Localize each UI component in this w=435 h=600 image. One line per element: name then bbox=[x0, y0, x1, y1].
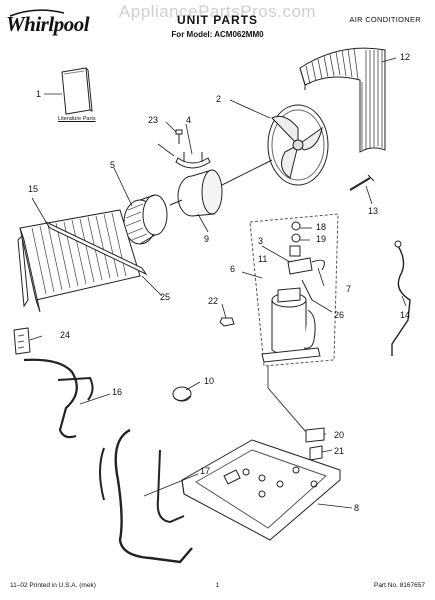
literature-parts-label: Literature Parts bbox=[58, 116, 96, 122]
callout-7: 7 bbox=[346, 284, 352, 294]
brand-logo: Whirlpool bbox=[6, 12, 90, 36]
screw-23[interactable] bbox=[176, 130, 182, 144]
callout-9: 9 bbox=[204, 234, 210, 244]
condenser-coil-wrap[interactable] bbox=[300, 48, 385, 152]
callout-11: 11 bbox=[258, 254, 268, 264]
overload-protector[interactable] bbox=[288, 258, 324, 274]
literature-booklet[interactable] bbox=[62, 68, 92, 114]
watermark: AppliancePartsPros.com bbox=[118, 2, 317, 21]
callout-23: 23 bbox=[148, 115, 159, 125]
callout-26: 26 bbox=[334, 310, 345, 320]
callout-15: 15 bbox=[28, 184, 39, 194]
condenser-fan-blade[interactable] bbox=[268, 105, 328, 185]
coil-bracket[interactable] bbox=[46, 222, 146, 274]
appliance-category: AIR CONDITIONER bbox=[349, 15, 421, 24]
brand-swoosh-icon bbox=[9, 9, 65, 17]
blower-wheel[interactable] bbox=[124, 195, 167, 244]
callout-22: 22 bbox=[208, 296, 219, 306]
isolator-20[interactable] bbox=[306, 428, 324, 442]
base-pan[interactable] bbox=[182, 440, 340, 540]
drain-tube[interactable] bbox=[24, 360, 77, 437]
fan-motor[interactable] bbox=[170, 170, 222, 216]
mounting-nut[interactable] bbox=[220, 318, 234, 326]
callout-5: 5 bbox=[110, 160, 116, 170]
motor-mount-bracket[interactable] bbox=[176, 152, 210, 168]
callout-19: 19 bbox=[316, 234, 327, 244]
callout-20: 20 bbox=[334, 430, 345, 440]
callout-17: 17 bbox=[200, 466, 211, 476]
compressor-assembly-group bbox=[250, 214, 338, 366]
callout-8: 8 bbox=[354, 503, 360, 513]
drain-tube-branch bbox=[58, 378, 93, 400]
clip[interactable] bbox=[173, 387, 191, 401]
wire-26[interactable] bbox=[302, 280, 312, 300]
refrigerant-tubing-loop bbox=[100, 448, 104, 500]
footer-part-number: Part No. 8167657 bbox=[374, 582, 425, 589]
model-number: For Model: ACM062MM0 bbox=[171, 30, 264, 39]
footer-page-number: 1 bbox=[215, 582, 220, 589]
screw-13[interactable] bbox=[350, 175, 374, 190]
refrigerant-tubing[interactable] bbox=[116, 430, 192, 562]
power-cord[interactable] bbox=[392, 246, 410, 356]
leader-compressor-base bbox=[268, 366, 306, 432]
callout-6: 6 bbox=[230, 264, 236, 274]
evaporator-coil[interactable] bbox=[18, 210, 140, 312]
callout-25: 25 bbox=[160, 292, 171, 302]
callout-18: 18 bbox=[316, 222, 327, 232]
compressor[interactable] bbox=[262, 288, 320, 362]
page-title: UNIT PARTS bbox=[176, 13, 259, 27]
refrigerant-tubing-branch bbox=[158, 450, 184, 522]
callout-10: 10 bbox=[204, 376, 215, 386]
leader-lines bbox=[30, 58, 406, 508]
callout-24: 24 bbox=[60, 330, 71, 340]
callout-16: 16 bbox=[112, 387, 123, 397]
callout-2: 2 bbox=[216, 94, 222, 104]
isolator-21[interactable] bbox=[310, 446, 322, 460]
compressor-grommets[interactable] bbox=[290, 222, 300, 256]
callout-14: 14 bbox=[400, 310, 411, 320]
callout-1: 1 bbox=[36, 89, 42, 99]
callout-21: 21 bbox=[334, 446, 345, 456]
callout-12: 12 bbox=[400, 52, 411, 62]
footer-print-info: 11–02 Printed in U.S.A. (mek) bbox=[10, 582, 96, 589]
callout-13: 13 bbox=[368, 206, 379, 216]
callout-3: 3 bbox=[258, 236, 264, 246]
terminal-block[interactable] bbox=[14, 328, 30, 354]
power-cord-plug bbox=[395, 241, 401, 247]
callout-4: 4 bbox=[186, 115, 192, 125]
